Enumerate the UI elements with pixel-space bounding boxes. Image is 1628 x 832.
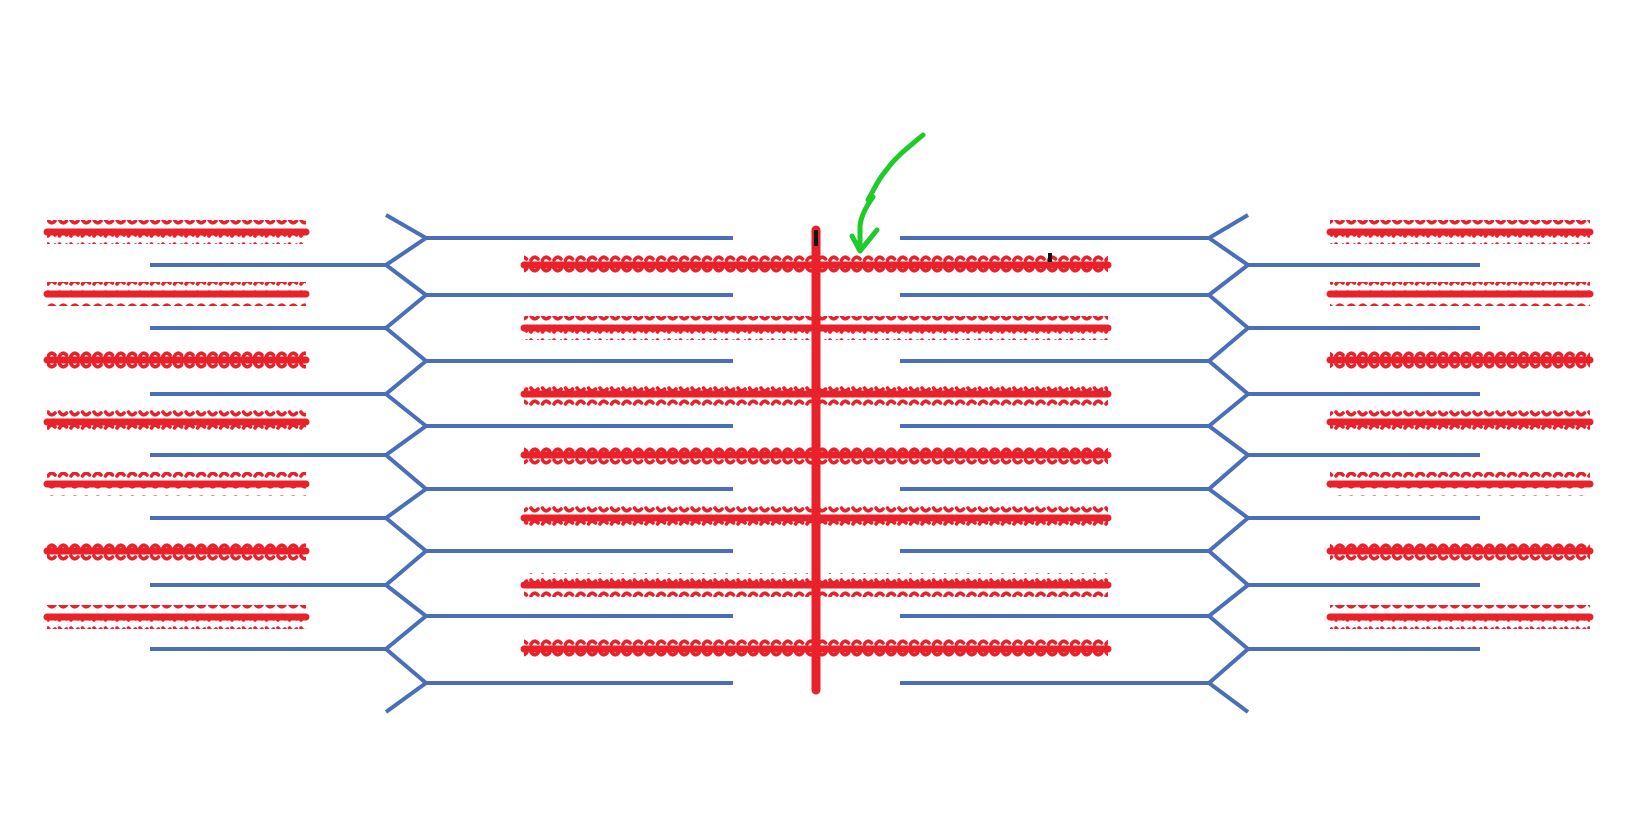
thick-filament: [43, 472, 310, 496]
z-lines: [382, 213, 1252, 714]
thick-filament: [43, 605, 310, 629]
thin-filaments: [150, 236, 1480, 685]
thick-filament: [1326, 220, 1594, 244]
z-line-left: [382, 213, 430, 714]
thick-filament: [1326, 282, 1594, 306]
thick-filament: [43, 410, 310, 434]
thick-filament: [43, 348, 310, 372]
thick-filament: [1326, 410, 1594, 434]
thick-filament: [1326, 539, 1594, 563]
thick-filament: [43, 282, 310, 306]
thick-filament: [1326, 348, 1594, 372]
z-line-right: [1205, 213, 1252, 714]
thick-filament: [1326, 605, 1594, 629]
green-arrow-icon: [849, 132, 926, 254]
thick-filament: [1326, 472, 1594, 496]
thick-filament: [43, 220, 310, 244]
thick-filament: [43, 539, 310, 563]
